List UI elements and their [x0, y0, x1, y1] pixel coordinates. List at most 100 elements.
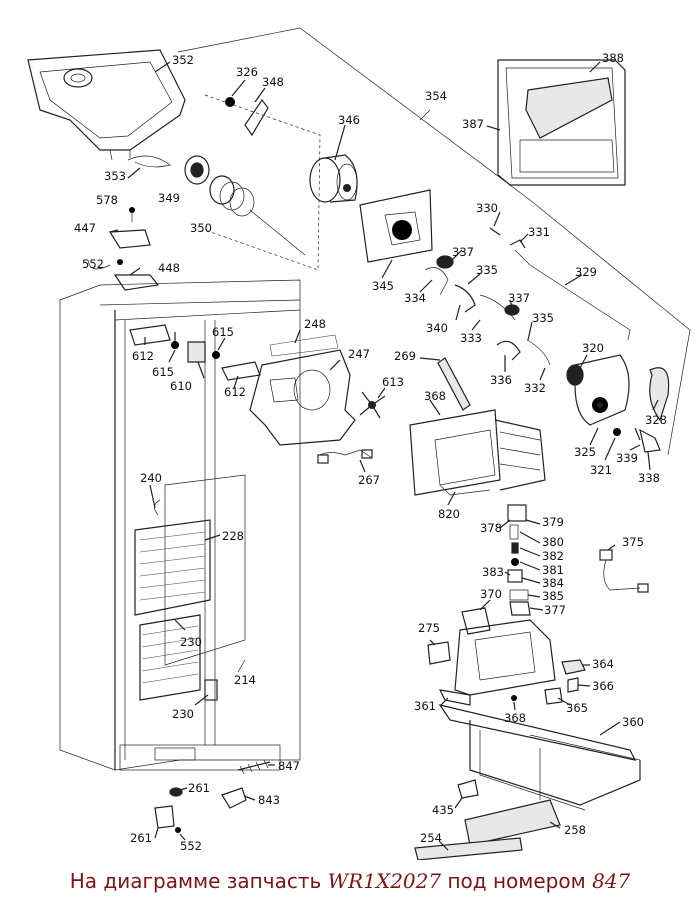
leader-lines: [109, 61, 659, 851]
label-354: 354: [425, 89, 447, 103]
motor-346: [309, 154, 358, 203]
label-364: 364: [592, 657, 614, 671]
label-613: 613: [382, 375, 404, 389]
label-847: 847: [278, 759, 300, 773]
label-384: 384: [542, 576, 564, 590]
caption-prefix: На диаграмме запчасть: [69, 869, 322, 893]
label-360: 360: [622, 715, 644, 729]
part-365: [544, 687, 563, 705]
leader-214: [237, 659, 246, 673]
icemaker-368-820: [409, 409, 546, 496]
rod-329-330-331: [489, 227, 631, 341]
connector-267: [317, 454, 329, 464]
drain-230: [204, 679, 218, 701]
part-261a: [169, 787, 183, 797]
label-370: 370: [480, 587, 502, 601]
label-267: 267: [358, 473, 380, 487]
label-337b: 337: [508, 291, 530, 305]
label-349: 349: [158, 191, 180, 205]
label-610: 610: [170, 379, 192, 393]
part-labels: 352 326 348 354 388 387 346 353 349 350 …: [74, 51, 667, 853]
label-325: 325: [574, 445, 596, 459]
label-330: 330: [476, 201, 498, 215]
label-388: 388: [602, 51, 624, 65]
label-261b: 261: [130, 831, 152, 845]
label-552a: 552: [82, 257, 104, 271]
housing-247-248: [249, 334, 356, 446]
evaporator-228: [134, 474, 246, 701]
dispenser-door-387-388: [497, 59, 626, 186]
label-340: 340: [426, 321, 448, 335]
label-214: 214: [234, 673, 256, 687]
label-321: 321: [590, 463, 612, 477]
tray-258: [464, 799, 561, 846]
parts-exploded-diagram: 352 326 348 354 388 387 346 353 349 350 …: [27, 27, 691, 860]
label-320: 320: [582, 341, 604, 355]
frame-360: [438, 704, 641, 811]
caption: На диаграмме запчасть WR1X2027 под номер…: [0, 862, 700, 900]
screw-552b: [175, 827, 181, 833]
label-448: 448: [158, 261, 180, 275]
switch-338-339: [639, 428, 661, 453]
label-380: 380: [542, 535, 564, 549]
label-378: 378: [480, 521, 502, 535]
label-333: 333: [460, 331, 482, 345]
connector-267b: [361, 449, 373, 459]
label-383: 383: [482, 565, 504, 579]
label-387: 387: [462, 117, 484, 131]
label-328: 328: [645, 413, 667, 427]
label-552b: 552: [180, 839, 202, 853]
valve-stack-378-385: [507, 504, 531, 616]
label-345: 345: [372, 279, 394, 293]
plug-364: [561, 659, 586, 675]
label-352: 352: [172, 53, 194, 67]
brackets-610-612-615: [129, 324, 261, 381]
label-339: 339: [616, 451, 638, 465]
fan-613: [359, 391, 386, 419]
label-329: 329: [575, 265, 597, 279]
harness-375: [599, 549, 649, 593]
label-336: 336: [490, 373, 512, 387]
auger-drive-349-350: [184, 155, 306, 256]
screw-368b: [511, 695, 517, 701]
label-332: 332: [524, 381, 546, 395]
caption-middle: под номером: [447, 869, 586, 893]
spring-353: [127, 155, 171, 168]
part-435: [457, 779, 479, 799]
small-parts-447-448: [87, 207, 160, 291]
label-375: 375: [622, 535, 644, 549]
label-247: 247: [348, 347, 370, 361]
solenoid-370: [461, 607, 491, 635]
label-335b: 335: [532, 311, 554, 325]
label-331: 331: [528, 225, 550, 239]
label-612a: 612: [132, 349, 154, 363]
label-350: 350: [190, 221, 212, 235]
label-361: 361: [414, 699, 436, 713]
label-578: 578: [96, 193, 118, 207]
label-615b: 615: [152, 365, 174, 379]
label-377: 377: [544, 603, 566, 617]
label-228: 228: [222, 529, 244, 543]
label-326: 326: [236, 65, 258, 79]
label-254: 254: [420, 831, 442, 845]
ice-bucket-352: [27, 49, 186, 161]
caption-part-number: WR1X2027: [327, 869, 442, 893]
bracket-275: [427, 641, 451, 665]
label-348: 348: [262, 75, 284, 89]
label-843: 843: [258, 793, 280, 807]
gear-housing-320-325: [566, 354, 630, 436]
label-368a: 368: [424, 389, 446, 403]
label-381: 381: [542, 563, 564, 577]
caption-ref-number: 847: [592, 869, 631, 893]
door-outline-354: [177, 27, 691, 456]
harness-267: [319, 449, 373, 459]
label-338: 338: [638, 471, 660, 485]
clip-366: [567, 677, 579, 693]
cam-348: [244, 98, 269, 137]
label-368b: 368: [504, 711, 526, 725]
leader: [419, 109, 431, 121]
label-261a: 261: [188, 781, 210, 795]
dashed-group: [204, 94, 321, 271]
label-385: 385: [542, 589, 564, 603]
plate-361: [438, 619, 556, 706]
